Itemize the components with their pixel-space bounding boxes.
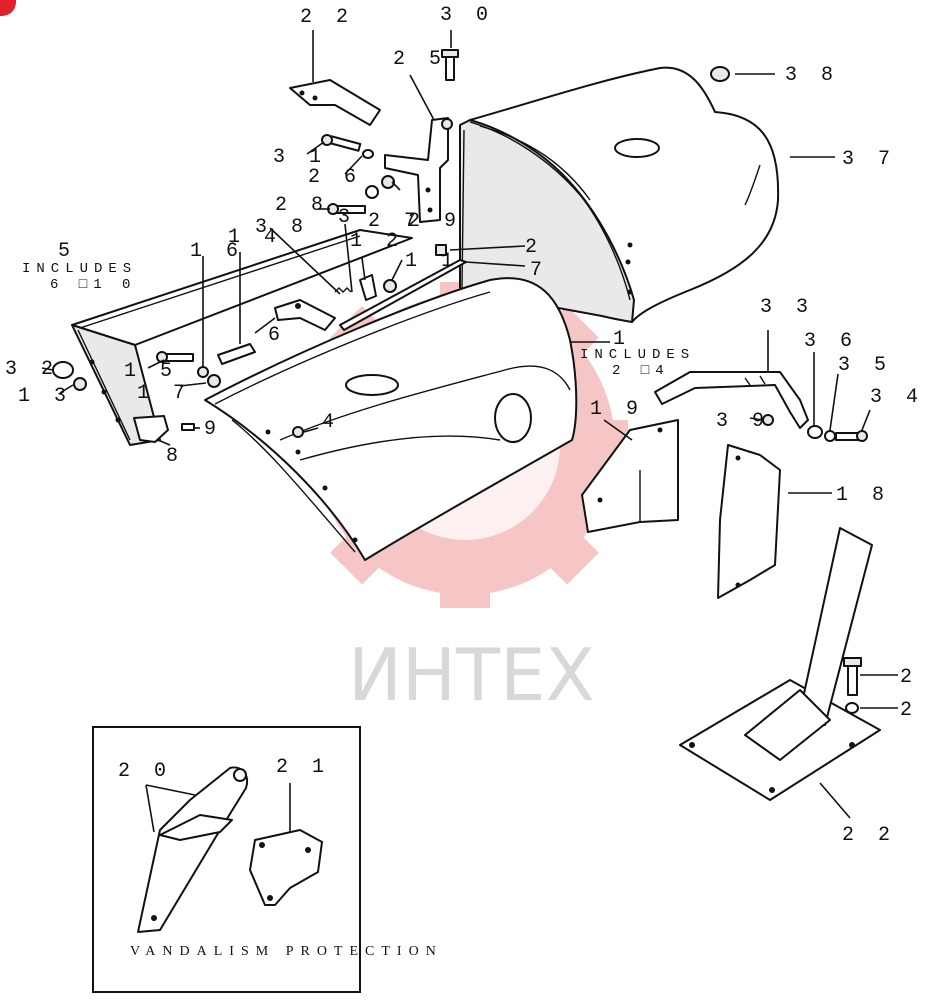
callout-29: 2 9	[408, 210, 462, 233]
callout-25: 2 5	[393, 48, 447, 71]
callout-18: 1 9	[590, 398, 644, 421]
callout-11: 1 2	[350, 230, 404, 253]
washer-part-27	[365, 185, 379, 199]
bolt-part-30	[441, 49, 459, 81]
callout-27: 2 7	[368, 210, 422, 233]
washer-part-36	[807, 425, 823, 439]
stand-part-22	[679, 527, 881, 801]
callout-10: 1 1	[405, 250, 459, 273]
bracket-part-21	[289, 79, 381, 126]
callout-19: 2 0	[118, 760, 172, 783]
callout-2: 2	[525, 236, 543, 259]
bolt-part-34	[835, 430, 868, 442]
callout-16: 1 7	[137, 382, 191, 405]
note-includes-5-range: 6 □1 0	[50, 277, 136, 293]
callout-9: 9	[204, 418, 222, 441]
callout-1: 1	[613, 328, 631, 351]
lock-plate-part-20	[249, 829, 323, 906]
callout-37: 3 7	[842, 148, 896, 171]
stud-part-4	[292, 426, 304, 438]
spring-part-3	[334, 287, 352, 293]
vandalism-protection-inset	[92, 726, 361, 993]
callout-17: 1 8	[836, 484, 890, 507]
nut-part-39	[762, 414, 774, 426]
callout-3: 3	[338, 206, 356, 229]
callout-14: 1 5	[124, 360, 178, 383]
bolt-part-28	[327, 203, 366, 215]
latch-part-8	[133, 415, 169, 443]
callout-8: 8	[166, 445, 184, 468]
note-includes-1-range: 2 □4	[612, 363, 670, 379]
callout-35: 3 5	[838, 354, 892, 377]
latch-part-11	[359, 274, 377, 301]
callout-26: 2 6	[308, 166, 362, 189]
nut-part-16	[207, 374, 221, 388]
cap-part-38	[710, 66, 730, 82]
inset-caption: VANDALISM PROTECTION	[130, 944, 443, 959]
callout-32: 3 2	[5, 358, 59, 381]
bolt-part-31	[321, 134, 362, 152]
washer-part-35	[824, 430, 836, 442]
bolt-part-23	[843, 657, 862, 696]
callout-12: 1 3	[18, 385, 72, 408]
callout-21: 2 2	[300, 6, 354, 29]
callout-15: 1 6	[190, 240, 244, 263]
guard-plate-part-19	[137, 766, 248, 933]
screw-part-9	[181, 423, 195, 431]
leader-lines	[41, 30, 898, 833]
callout-7: 7	[530, 259, 548, 282]
callout-20: 2 1	[276, 756, 330, 779]
nut-part-29	[381, 175, 395, 189]
callout-labels: 2 2 3 0 2 5 3 8 3 7 3 1 2 6 2 8 2 7 2 9 …	[5, 4, 932, 959]
callout-4: 4	[322, 411, 340, 434]
callout-13: 1 4	[228, 226, 282, 249]
callout-34: 3 4	[870, 386, 924, 409]
bracket-part-18	[581, 419, 679, 533]
washer-part-26	[362, 149, 374, 159]
nut-part-12	[73, 377, 87, 391]
callout-31: 3 1	[273, 146, 327, 169]
callout-23: 2 3	[900, 666, 932, 689]
washer-part-24	[845, 702, 859, 714]
hinge-bracket-part-25	[384, 117, 453, 223]
hood-part-37	[459, 66, 780, 323]
callout-38-hood: 3 8	[785, 64, 839, 87]
callout-5: 5	[58, 240, 76, 263]
nut-part-2	[435, 244, 447, 256]
callout-6: 6	[268, 324, 286, 347]
callout-28: 2 8	[275, 194, 329, 217]
callout-39: 3 9	[716, 410, 770, 433]
callout-24: 2 4	[900, 699, 932, 722]
side-panel-part-5	[71, 229, 413, 446]
bracket-part-6	[274, 299, 336, 331]
callout-22: 2 2	[842, 824, 896, 847]
watermark-text: ИНТЕХ	[348, 633, 595, 717]
front-panel-part-1	[204, 277, 578, 561]
bolt-part-14	[156, 351, 194, 363]
bracket-part-17	[717, 444, 781, 599]
pin-part-10	[383, 279, 397, 293]
callout-33: 3 3	[760, 296, 814, 319]
support-bracket-part-33	[654, 371, 809, 429]
lever-part-13	[217, 343, 256, 365]
callout-36: 3 6	[804, 330, 858, 353]
callout-30: 3 0	[440, 4, 494, 27]
note-includes-1: INCLUDES	[580, 347, 695, 363]
nut-part-15	[197, 366, 209, 378]
callout-38-panel: 3 8	[255, 216, 309, 239]
note-includes-5: INCLUDES	[22, 261, 137, 277]
